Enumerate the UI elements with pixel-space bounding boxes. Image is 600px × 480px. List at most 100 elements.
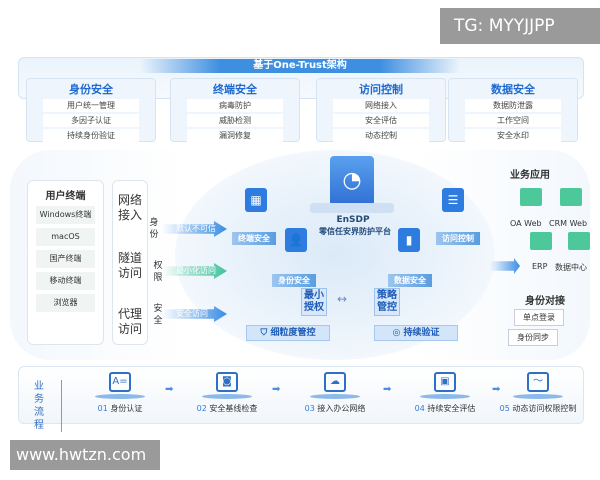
continuous-verification-label: 持续验证 [403,328,440,338]
baseline-icon: ◙ [216,372,238,392]
step-number: 04 [414,404,425,413]
verify-icon: ◎ [392,328,404,338]
step-label: 动态访问权限控制 [512,404,577,413]
flow-arrow-icon: ➡ [165,384,174,395]
flow-arrow-icon: ➡ [272,384,281,395]
cloud-icon: ☁ [324,372,346,392]
briefcase-icon: ▣ [434,372,456,392]
access-modes-panel: 网络接入 隧道访问 代理访问 [112,180,148,345]
pillar-item: 网络接入 [333,99,429,112]
step-number: 03 [304,404,315,413]
module-identity: 身份安全 [272,274,316,287]
oa-web-icon [520,188,542,206]
flow-step: ◙ 02 安全基线检查 [172,372,282,414]
pillar-item: 工作空间 [465,114,561,127]
access-mode: 隧道访问 [117,251,142,280]
flow-arrow-icon: ➡ [383,384,392,395]
flow-arrow-icon: ➡ [492,384,501,395]
pillar-data: 数据安全 数据防泄露 工作空间 安全水印 [448,78,578,142]
access-mode: 代理访问 [117,307,142,336]
platform-base [310,203,394,213]
app-label: ERP [532,262,548,271]
module-access: 访问控制 [436,232,480,245]
module-data: 数据安全 [388,274,432,287]
platform-subtitle: 零信任安界防护平台 [319,227,391,236]
step-label: 持续安全评估 [427,404,476,413]
pillar-item: 安全水印 [465,129,561,142]
principle-side: 身份 [149,218,159,240]
watermark-bottom: www.hwtzn.com [10,440,160,470]
terminal-item: macOS [36,228,95,246]
pillar-item: 威胁检测 [187,114,283,127]
monitor-icon: 〜 [527,372,549,392]
business-flow-panel [18,366,584,424]
app-label: OA Web [510,219,542,228]
module-endpoint: 终端安全 [232,232,276,245]
identity-integration-title: 身份对接 [525,296,565,307]
erp-icon [530,232,552,250]
step-number: 01 [97,404,108,413]
step-label: 身份认证 [110,404,143,413]
business-apps-title: 业务应用 [510,170,550,181]
output-arrow [490,258,520,274]
platform-shield-icon: ◔ [330,156,374,206]
fine-grained-control: ⛉ 细粒度管控 [246,325,330,341]
flow-step: ▣ 04 持续安全评估 [390,372,500,414]
app-label: 数据中心 [555,263,587,272]
user-terminals-title: 用户终端 [45,191,86,202]
principle-side: 安全 [153,304,163,326]
pillar-access: 访问控制 网络接入 安全评估 动态控制 [316,78,446,142]
access-mode: 网络接入 [117,193,142,222]
crm-web-icon [560,188,582,206]
architecture-title: 基于One-Trust架构 [140,59,460,73]
arrow-permission: 最小化访问 [162,263,227,279]
flow-step: ☁ 03 接入办公网络 [280,372,390,414]
data-module-icon: ▮ [398,228,420,252]
pillar-item: 多因子认证 [43,114,139,127]
id-card-icon: A= [109,372,131,392]
platform-name: EnSDP [336,215,370,225]
pillar-title: 身份安全 [69,83,113,96]
continuous-verification: ◎ 持续验证 [374,325,458,341]
endpoint-module-icon: ▦ [245,188,267,212]
pillar-title: 数据安全 [491,83,535,96]
step-label: 接入办公网络 [317,404,366,413]
step-number: 02 [196,404,207,413]
pillar-item: 持续身份验证 [43,129,139,142]
arrow-identity: 默认不可信 [162,221,227,237]
pillar-title: 访问控制 [359,83,403,96]
pillar-item: 漏洞修复 [187,129,283,142]
core-least-privilege: 最小授权 [301,288,327,316]
app-label: CRM Web [549,219,588,228]
terminal-item: Windows终端 [36,206,95,224]
arrow-security: 安全访问 [162,306,227,322]
flow-step: 〜 05 动态访问权限控制 [488,372,588,414]
user-terminals-panel: 用户终端 Windows终端 macOS 国产终端 移动终端 浏览器 [27,180,104,345]
step-number: 05 [499,404,510,413]
terminal-item: 浏览器 [36,294,95,312]
access-module-icon: ☰ [442,188,464,212]
fine-grained-label: 细粒度管控 [270,328,316,338]
pillar-item: 用户统一管理 [43,99,139,112]
core-policy-control: 策略管控 [374,288,400,316]
shield-icon: ⛉ [260,328,271,338]
identity-sync-item: 身份同步 [508,329,558,346]
pillar-endpoint: 终端安全 病毒防护 威胁检测 漏洞修复 [170,78,300,142]
data-center-icon [568,232,590,250]
pillar-item: 数据防泄露 [465,99,561,112]
pillar-item: 病毒防护 [187,99,283,112]
flow-title: 业务流程 [34,380,62,432]
flow-step: A= 01 身份认证 [65,372,175,414]
watermark-top: TG: MYYJJPP [440,8,600,44]
step-label: 安全基线检查 [209,404,258,413]
pillar-title: 终端安全 [213,83,257,96]
pillar-item: 动态控制 [333,129,429,142]
terminal-item: 国产终端 [36,250,95,268]
pillar-item: 安全评估 [333,114,429,127]
principle-side: 权限 [153,261,163,283]
exchange-icon: ↔ [337,292,348,306]
sso-item: 单点登录 [514,309,564,326]
pillar-identity: 身份安全 用户统一管理 多因子认证 持续身份验证 [26,78,156,142]
identity-module-icon: 👤 [285,228,307,252]
terminal-item: 移动终端 [36,272,95,290]
